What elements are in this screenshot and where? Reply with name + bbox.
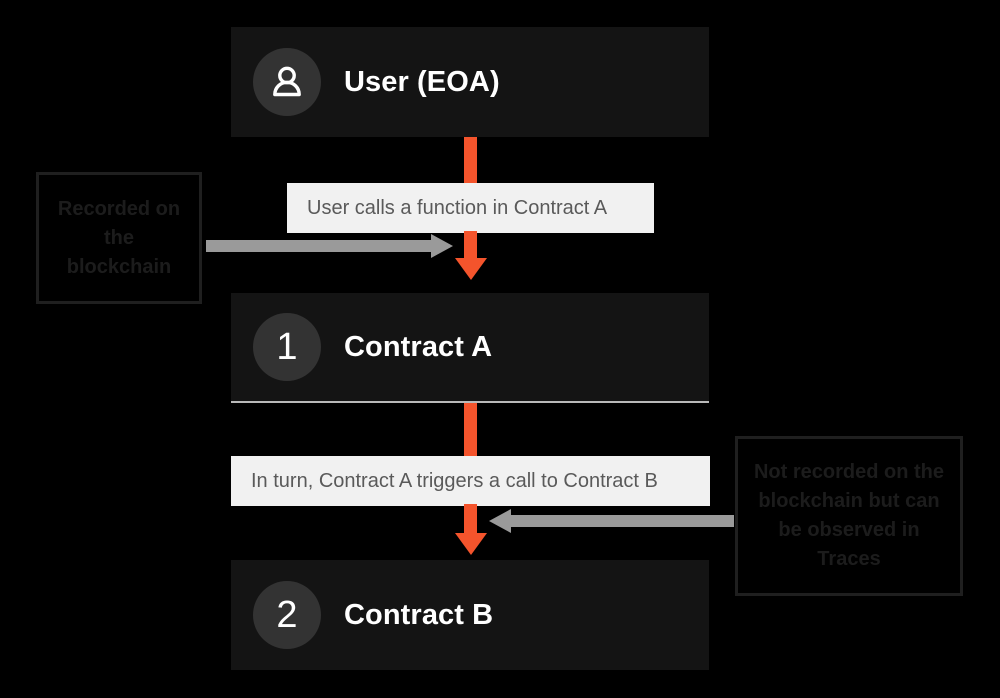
arrowhead-to-contract-b: [455, 533, 487, 555]
step-number-2-label: 2: [276, 594, 298, 636]
note-not-recorded-text: Not recorded on the blockchain but can b…: [753, 461, 944, 570]
note-recorded-text: Recorded on the blockchain: [57, 197, 181, 278]
annotation-arrow-right-shaft: [206, 240, 433, 252]
note-recorded-on-blockchain: Recorded on the blockchain: [36, 172, 202, 304]
person-icon: [253, 48, 321, 116]
annotation-arrow-left-shaft: [511, 515, 734, 527]
node-title-contract-a: Contract A: [344, 330, 493, 363]
node-title-user: User (EOA): [344, 65, 500, 98]
arrowhead-to-contract-a: [455, 258, 487, 280]
caption-1-text: User calls a function in Contract A: [307, 196, 608, 219]
caption-2-text: In turn, Contract A triggers a call to C…: [251, 469, 658, 492]
node-contract-b: 2 Contract B: [231, 560, 709, 670]
flow-connector-caption1-to-contract-a: [464, 231, 477, 261]
node-user: User (EOA): [231, 27, 709, 137]
annotation-arrow-right: [206, 234, 453, 258]
caption-contract-a-triggers-call: In turn, Contract A triggers a call to C…: [231, 456, 710, 506]
annotation-arrow-left-head: [489, 509, 511, 533]
node-contract-a: 1 Contract A: [231, 293, 709, 403]
step-number-badge-1: 1: [253, 313, 321, 381]
annotation-arrow-right-head: [431, 234, 453, 258]
caption-user-calls-function: User calls a function in Contract A: [287, 183, 654, 233]
step-number-badge-2: 2: [253, 581, 321, 649]
flow-connector-caption2-to-contract-b: [464, 504, 477, 536]
note-not-recorded-on-blockchain: Not recorded on the blockchain but can b…: [735, 436, 963, 596]
annotation-arrow-left: [489, 509, 734, 533]
step-number-1-label: 1: [276, 326, 298, 368]
node-title-contract-b: Contract B: [344, 598, 494, 631]
flow-connector-contract-a-to-caption2: [464, 403, 477, 458]
flow-connector-user-to-caption1: [464, 137, 477, 185]
